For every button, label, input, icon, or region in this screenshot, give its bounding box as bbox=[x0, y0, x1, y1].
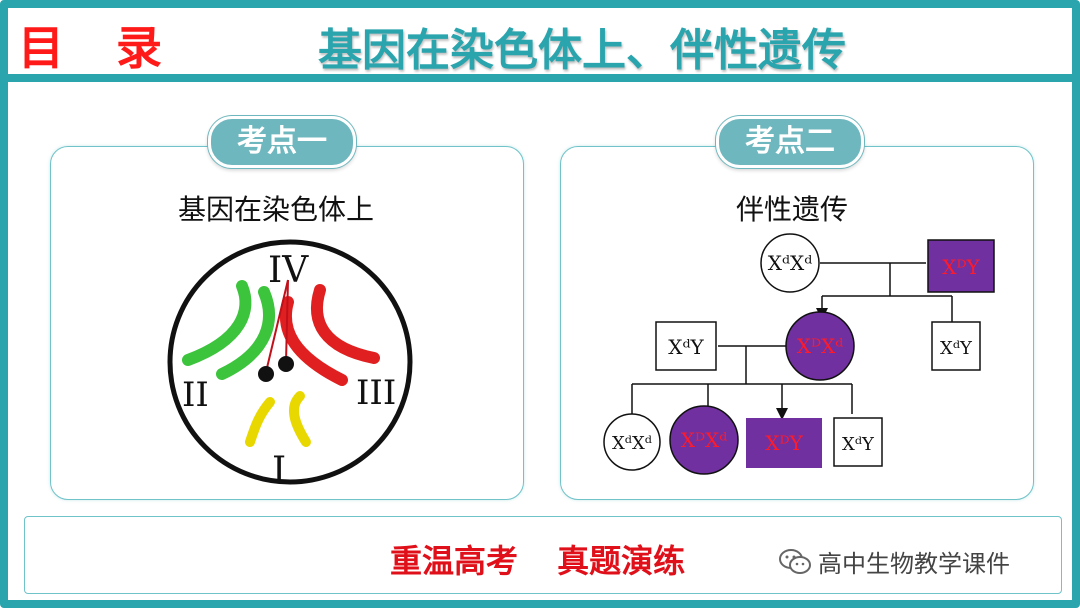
watermark: 高中生物教学课件 bbox=[778, 544, 1010, 579]
chromosome-yellow-1 bbox=[245, 397, 275, 447]
chromosome-label-ii: II bbox=[182, 375, 209, 415]
pedigree-label-g1-1: XᵈXᵈ bbox=[768, 251, 812, 275]
watermark-text: 高中生物教学课件 bbox=[818, 550, 1010, 578]
pedigree-label-g2-2: XᴰXᵈ bbox=[797, 334, 844, 358]
pedigree-male-5 bbox=[833, 417, 883, 467]
pointer-line-2 bbox=[285, 279, 289, 363]
pedigree-label-g3-1: XᵈXᵈ bbox=[612, 433, 652, 454]
section-badge-1[interactable]: 考点一 bbox=[208, 116, 356, 168]
pedigree-male-2 bbox=[655, 321, 717, 371]
pointer-line-1 bbox=[265, 279, 289, 373]
review-link[interactable]: 重温高考 真题演练 bbox=[390, 542, 686, 580]
pedigree-label-g1-2: XᴰY bbox=[942, 255, 980, 279]
header-divider bbox=[8, 74, 1072, 82]
pedigree-label-g3-2: XᴰXᵈ bbox=[681, 428, 728, 452]
pedigree-male-4-affected bbox=[746, 418, 822, 468]
review-bar[interactable] bbox=[24, 516, 1062, 594]
pedigree-female-3 bbox=[603, 413, 661, 471]
chromosome-diagram: IV II III I bbox=[167, 239, 413, 491]
chromosome-label-iii: III bbox=[356, 373, 396, 413]
pedigree-chart: XᵈXᵈ XᴰY XᵈY XᴰXᵈ XᵈY XᵈXᵈ XᴰXᵈ XᴰY XᵈY bbox=[603, 233, 995, 475]
chromosome-label-i: I bbox=[272, 450, 286, 491]
section-heading-1: 基因在染色体上 bbox=[178, 193, 375, 226]
chromosome-label-iv: IV bbox=[268, 250, 309, 291]
chromosome-dot-1 bbox=[258, 366, 274, 382]
pedigree-label-g2-1: XᵈY bbox=[668, 335, 704, 359]
chromosome-green-2 bbox=[216, 286, 275, 380]
pedigree-label-g2-3: XᵈY bbox=[940, 338, 973, 359]
pedigree-male-1-affected bbox=[927, 239, 995, 293]
chromosome-dot-2 bbox=[278, 356, 294, 372]
pedigree-female-4-carrier bbox=[669, 405, 739, 475]
chromosome-green-1 bbox=[182, 280, 252, 366]
pedigree-female-2-carrier bbox=[785, 311, 855, 381]
section-badge-2[interactable]: 考点二 bbox=[716, 116, 864, 168]
pedigree-male-3 bbox=[931, 321, 981, 371]
wechat-icon bbox=[779, 548, 811, 574]
pedigree-label-g3-4: XᵈY bbox=[842, 434, 875, 455]
pedigree-label-g3-3: XᴰY bbox=[765, 431, 803, 455]
chromosome-red-2 bbox=[311, 284, 380, 364]
page-title: 目 录 bbox=[18, 21, 181, 75]
chromosome-yellow-2 bbox=[289, 391, 311, 447]
section-heading-2: 伴性遗传 bbox=[736, 193, 849, 226]
pedigree-female-1 bbox=[760, 233, 820, 293]
page-subtitle: 基因在染色体上、伴性遗传 bbox=[318, 25, 846, 76]
